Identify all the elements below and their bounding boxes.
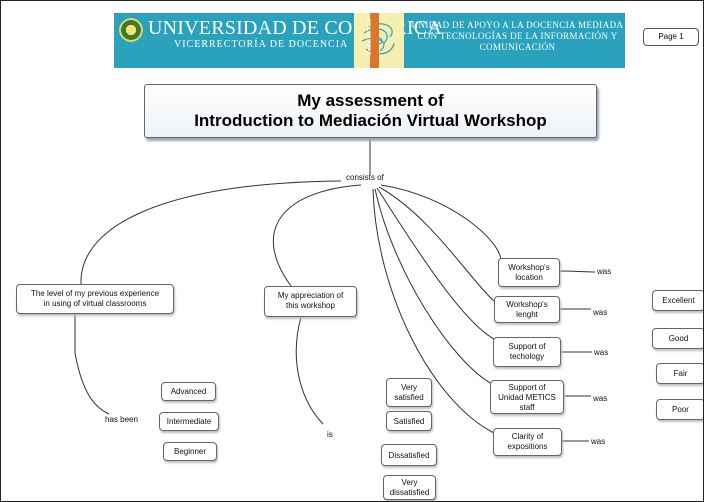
rating-good[interactable]: Good <box>652 328 703 349</box>
concept-text: this workshop <box>286 301 335 310</box>
unit-name-line: UNIDAD DE APOYO A LA DOCENCIA MEDIADA <box>411 20 624 30</box>
metics-tag-text: Unidad METICS <box>367 18 373 55</box>
unit-name-line: CON TECNOLOGÍAS DE LA INFORMACIÓN Y <box>417 31 618 41</box>
concept-text: Support of <box>508 383 546 392</box>
option-text: Very <box>400 383 417 392</box>
concept-text: expositions <box>507 442 548 451</box>
metics-logo <box>354 13 404 68</box>
edge-appreciation-to-is <box>295 316 324 425</box>
metics-swirl-icon <box>361 23 395 55</box>
option-intermediate[interactable]: Intermediate <box>159 412 219 431</box>
concept-text: The level of my previous experience <box>30 289 160 298</box>
title-line-2: Introduction to Mediación Virtual Worksh… <box>194 111 547 130</box>
concept-text: My appreciation of <box>277 291 344 300</box>
option-text: Very <box>401 478 418 487</box>
link-was-technology: was <box>594 348 609 357</box>
edge-consists-to-experience <box>80 180 342 285</box>
concept-text: Workshop's <box>508 263 550 272</box>
concept-workshop-location[interactable]: Workshop's location <box>498 258 560 287</box>
vicerrectoria-name: VICERRECTORÍA DE DOCENCIA <box>174 39 349 50</box>
unit-name-line: COMUNICACIÓN <box>479 42 556 52</box>
concept-text: Workshop's <box>506 300 548 309</box>
option-text: satisfied <box>394 393 424 402</box>
concept-text: staff <box>519 403 535 412</box>
concept-support-technology[interactable]: Support of techology <box>493 337 561 367</box>
option-satisfied[interactable]: Satisfied <box>386 411 432 431</box>
rating-poor[interactable]: Poor <box>656 399 703 420</box>
option-very-satisfied[interactable]: Very satisfied <box>386 378 432 407</box>
edge-consists-to-staff <box>374 188 493 385</box>
link-was-expositions: was <box>591 437 606 446</box>
concept-appreciation[interactable]: My appreciation of this workshop <box>264 286 357 317</box>
option-dissatisfied[interactable]: Dissatisfied <box>381 444 437 466</box>
link-was-staff: was <box>593 394 608 403</box>
concept-text: techology <box>509 352 545 361</box>
metics-tag <box>370 13 379 68</box>
concept-text: Support of <box>508 342 546 351</box>
option-very-dissatisfied[interactable]: Very dissatisfied <box>383 475 436 500</box>
edge-consists-to-location <box>380 184 502 262</box>
concept-text: in using of virtual classrooms <box>43 299 147 308</box>
page-label: Page 1 <box>643 28 699 46</box>
link-was-location: was <box>597 267 612 276</box>
concept-text: Unidad METICS <box>498 393 556 402</box>
option-beginner[interactable]: Beginner <box>163 442 217 461</box>
edge-consists-to-expositions <box>372 188 495 434</box>
link-consists-of: consists of <box>346 173 384 182</box>
link-is: is <box>327 430 333 439</box>
link-has-been: has been <box>105 415 138 424</box>
university-seal-icon <box>119 18 143 42</box>
header-banner: UNIVERSIDAD DE COSTA RICA VICERRECTORÍA … <box>114 13 625 68</box>
edge-consists-to-lenght <box>378 186 495 302</box>
title-line-1: My assessment of <box>297 91 444 110</box>
unit-name: UNIDAD DE APOYO A LA DOCENCIA MEDIADA CO… <box>410 20 625 53</box>
concept-clarity-expositions[interactable]: Clarity of expositions <box>493 428 562 456</box>
map-title[interactable]: My assessment of Introduction to Mediaci… <box>144 84 597 138</box>
rating-fair[interactable]: Fair <box>656 363 703 384</box>
option-advanced[interactable]: Advanced <box>161 382 216 401</box>
option-text: dissatisfied <box>389 488 430 497</box>
edge-location-to-was <box>559 270 596 273</box>
edge-consists-to-technology <box>376 187 495 340</box>
edge-consists-to-appreciation <box>273 184 362 287</box>
concept-text: lenght <box>516 310 538 319</box>
concept-text: Clarity of <box>511 432 544 441</box>
link-was-lenght: was <box>593 308 608 317</box>
concept-support-staff[interactable]: Support of Unidad METICS staff <box>490 380 564 414</box>
concept-text: location <box>515 273 543 282</box>
edge-experience-to-has-been <box>74 314 110 415</box>
concept-previous-experience[interactable]: The level of my previous experience in u… <box>16 284 174 314</box>
concept-workshop-lenght[interactable]: Workshop's lenght <box>494 296 560 323</box>
rating-excellent[interactable]: Excellent <box>652 290 703 311</box>
